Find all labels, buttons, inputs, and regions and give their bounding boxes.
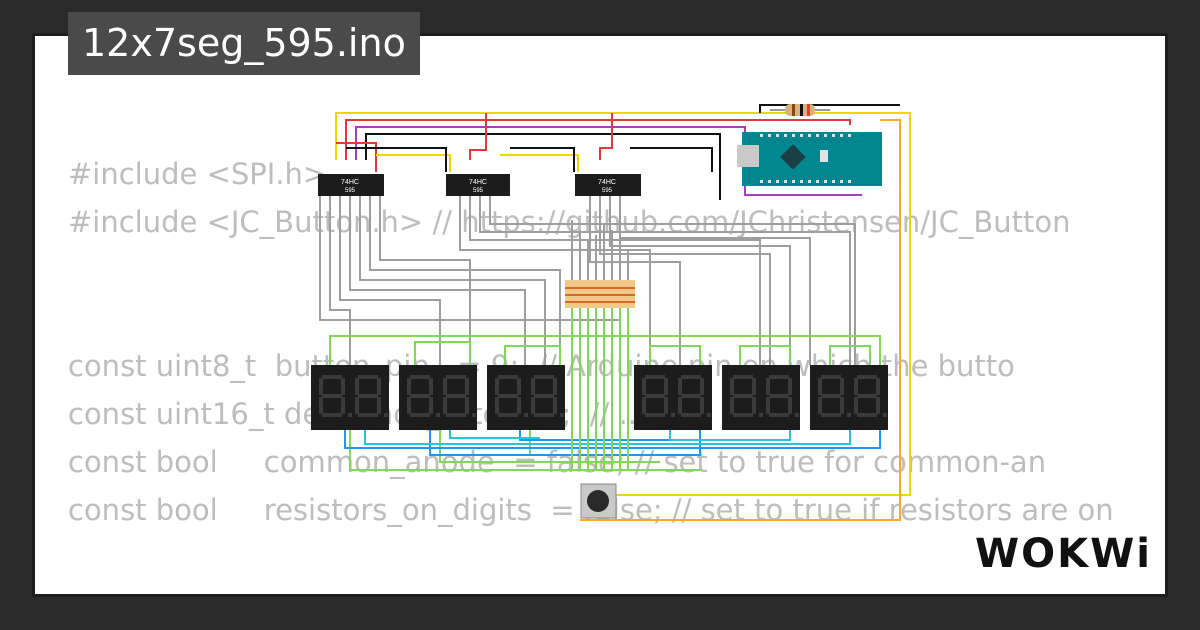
chip-label: 595 <box>473 188 484 194</box>
wire-black <box>630 147 713 172</box>
seven-segment-displays <box>311 365 888 430</box>
wire-black <box>365 133 721 200</box>
shift-register: 74HC 595 <box>318 174 384 196</box>
wire-yellow <box>500 154 579 172</box>
chip-label: 595 <box>602 188 613 194</box>
wire-black <box>346 147 447 172</box>
wire-black <box>759 104 900 113</box>
code-line: #include <SPI.h> <box>68 157 328 191</box>
wokwi-logo: WOKWi <box>975 531 1150 577</box>
chip-label: 74HC <box>598 179 616 186</box>
seven-segment-display <box>810 365 888 430</box>
wire-red <box>599 113 613 160</box>
wire-black <box>510 147 575 172</box>
wire-red <box>469 113 487 160</box>
chip-label: 74HC <box>469 179 487 186</box>
seven-segment-display <box>487 365 565 430</box>
arduino-nano <box>737 132 882 186</box>
sketch-title: 12x7seg_595.ino <box>68 12 420 75</box>
wire-orange <box>580 119 901 521</box>
wire-yellow <box>376 154 451 172</box>
wire-red <box>345 119 851 160</box>
wire-red <box>336 142 377 172</box>
shift-register: 74HC 595 <box>575 174 641 196</box>
seven-segment-display <box>311 365 389 430</box>
logo-text: WOKWi <box>975 531 1150 577</box>
seven-segment-display <box>722 365 800 430</box>
resistor <box>770 104 830 116</box>
chip-label: 74HC <box>341 179 359 186</box>
resistor-array <box>565 280 635 308</box>
code-line: #include <JC_Button.h> // https://github… <box>68 205 1071 239</box>
code-background: #include <SPI.h> #include <JC_Button.h> … <box>68 36 1114 527</box>
chip-label: 595 <box>345 188 356 194</box>
seven-segment-display <box>399 365 477 430</box>
push-button[interactable] <box>580 483 617 519</box>
seven-segment-display <box>634 365 712 430</box>
wire-purple <box>355 126 862 196</box>
shift-register: 74HC 595 <box>446 174 510 196</box>
wire-yellow <box>335 112 911 496</box>
code-line: const bool resistors_on_digits = false; … <box>68 493 1114 527</box>
